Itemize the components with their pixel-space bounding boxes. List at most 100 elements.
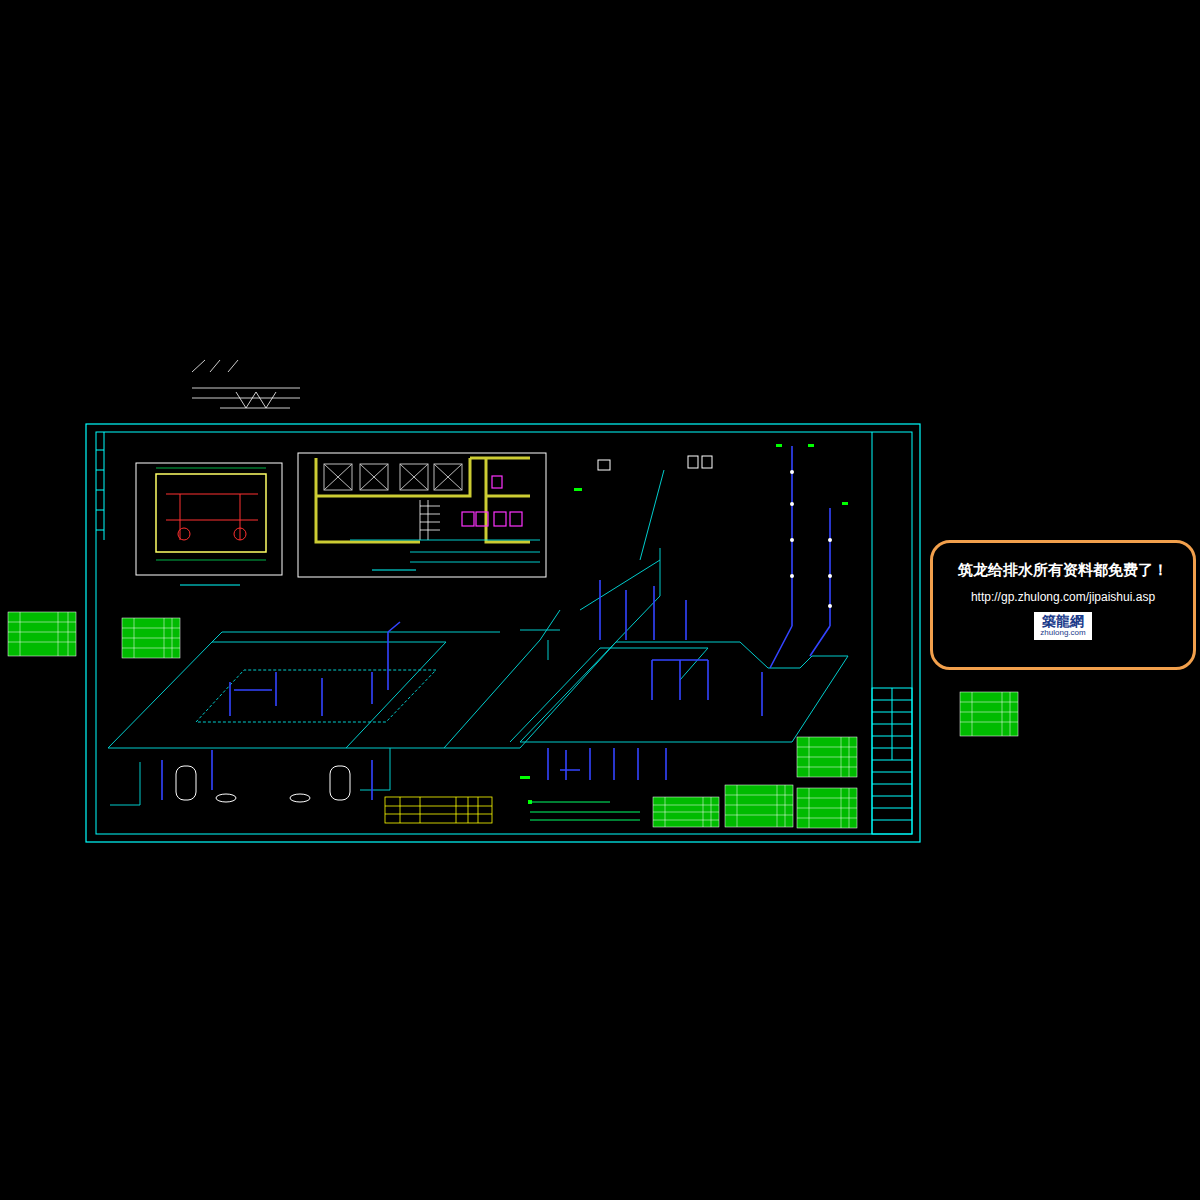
table xyxy=(960,692,1018,736)
fixture-symbol xyxy=(598,460,610,470)
equipment-x xyxy=(324,464,352,490)
title-block xyxy=(872,688,912,834)
equipment-x xyxy=(360,464,388,490)
table xyxy=(385,797,492,823)
outer-frame xyxy=(86,424,920,842)
table xyxy=(8,612,76,656)
note-line xyxy=(530,802,610,803)
riser xyxy=(600,580,686,640)
table xyxy=(653,797,719,827)
fixture xyxy=(494,512,506,526)
fixture xyxy=(492,476,502,488)
equipment xyxy=(434,464,462,490)
plan-room-2 xyxy=(298,453,546,577)
riser xyxy=(162,750,372,800)
tank xyxy=(176,766,196,800)
pipe xyxy=(350,540,540,562)
note-line xyxy=(530,820,640,821)
valve-symbols xyxy=(790,470,832,608)
table-grid xyxy=(653,797,719,827)
pump-symbol xyxy=(234,528,246,540)
main-pipe xyxy=(346,470,848,748)
valve xyxy=(790,470,794,474)
watermark-box: 筑龙给排水所有资料都免费了！ http://gp.zhulong.com/jipa… xyxy=(930,540,1196,670)
header-sketch xyxy=(192,360,300,408)
equipment-x xyxy=(400,464,428,490)
valve xyxy=(790,538,794,542)
table xyxy=(725,785,793,827)
risers xyxy=(162,446,830,800)
table xyxy=(797,788,857,828)
logo-box: 築龍網zhulong.com xyxy=(1034,612,1091,640)
equipment-x xyxy=(434,464,462,490)
tank xyxy=(330,766,350,800)
main-pipe xyxy=(520,630,560,660)
plan-title-line xyxy=(372,570,416,571)
valve xyxy=(790,574,794,578)
green-tables xyxy=(8,612,1018,828)
riser xyxy=(652,660,762,716)
main-pipe xyxy=(444,610,708,748)
equipment-boxes xyxy=(324,464,462,490)
riser xyxy=(770,446,830,668)
mark xyxy=(776,444,782,447)
note-line xyxy=(530,812,640,813)
pump xyxy=(290,794,310,802)
margin-lines xyxy=(96,432,104,540)
riser xyxy=(230,622,400,716)
room-wall xyxy=(156,474,266,552)
dim-lines xyxy=(156,468,266,560)
table xyxy=(122,618,180,658)
mark xyxy=(520,776,530,779)
watermark-url: http://gp.zhulong.com/jipaishui.asp xyxy=(943,590,1183,604)
fixtures xyxy=(462,476,522,526)
valve xyxy=(828,574,832,578)
stair xyxy=(420,500,440,540)
logo-text: 築龍網 xyxy=(1040,614,1085,629)
drawing-frame xyxy=(86,424,920,842)
tanks xyxy=(176,456,712,802)
table-grid xyxy=(725,785,793,827)
table-grid xyxy=(8,612,76,656)
logo-domain: zhulong.com xyxy=(1040,629,1085,638)
mark xyxy=(574,488,582,491)
valve xyxy=(828,604,832,608)
table-grid xyxy=(960,692,1018,736)
pump-symbol xyxy=(178,528,190,540)
note-lines xyxy=(530,802,640,820)
equipment xyxy=(360,464,388,490)
fixture xyxy=(510,512,522,526)
table-grid xyxy=(122,618,180,658)
pump xyxy=(216,794,236,802)
riser xyxy=(548,748,666,780)
watermark-title: 筑龙给排水所有资料都免费了！ xyxy=(943,561,1183,580)
plan-border xyxy=(298,453,546,577)
fixture xyxy=(462,512,474,526)
sketch-line xyxy=(220,392,290,408)
plan-title-line xyxy=(180,585,240,586)
isometric-pipes xyxy=(108,470,848,805)
valve xyxy=(828,538,832,542)
inner-frame xyxy=(96,432,912,834)
plan-border xyxy=(136,463,282,575)
pipe-loop xyxy=(196,670,436,722)
table-grid xyxy=(797,788,857,828)
pipe-red xyxy=(166,494,258,540)
table-grid xyxy=(385,797,492,823)
table xyxy=(797,737,857,777)
fixture xyxy=(476,512,488,526)
title-lines xyxy=(872,688,912,820)
sketch-line xyxy=(192,360,300,398)
plan-room-1 xyxy=(136,463,282,585)
mark xyxy=(808,444,814,447)
fixture-symbol xyxy=(702,456,712,468)
fixture-symbol xyxy=(688,456,698,468)
equipment xyxy=(324,464,352,490)
wall xyxy=(316,458,530,542)
equipment xyxy=(400,464,428,490)
mark xyxy=(842,502,848,505)
valve xyxy=(790,502,794,506)
table-grid xyxy=(797,737,857,777)
yellow-table xyxy=(385,797,492,823)
